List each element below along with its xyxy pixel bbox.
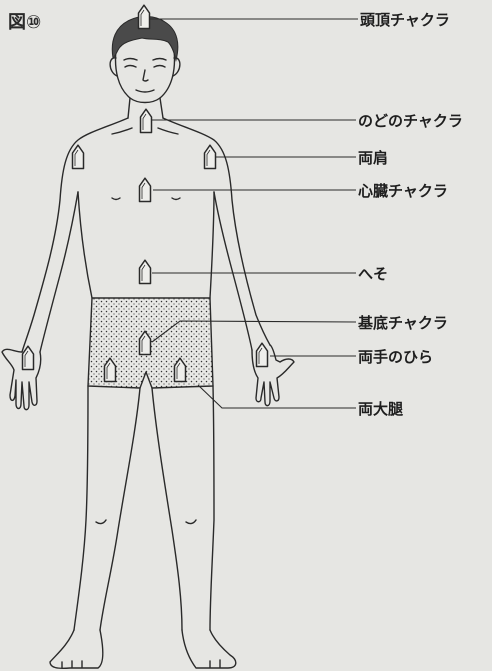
label-shoulders: 両肩 [358, 149, 388, 167]
eyes [125, 66, 165, 68]
label-thighs: 両大腿 [358, 400, 403, 418]
head [110, 16, 180, 102]
crystal-palm-left [23, 346, 34, 369]
eyebrows [124, 59, 166, 61]
crystal-shoulder-left [73, 145, 84, 168]
label-heart: 心臓チャクラ [358, 182, 448, 200]
crystal-navel [140, 260, 151, 283]
legs [74, 386, 214, 630]
label-root: 基底チャクラ [357, 314, 448, 332]
hand-left [2, 349, 41, 409]
figure-number: 図⑩ [8, 12, 41, 33]
label-navel: へそ [358, 265, 388, 283]
crystal-crown [139, 5, 150, 28]
label-crown: 頭頂チャクラ [360, 11, 450, 29]
leader-line-thighs [198, 385, 356, 408]
crystal-shoulder-right [205, 145, 216, 168]
foot-right [182, 630, 236, 668]
mouth [136, 90, 154, 92]
foot-left [50, 630, 103, 668]
crystal-heart [140, 178, 151, 201]
label-palms: 両手のひら [358, 348, 433, 366]
labels: 頭頂チャクラ のどのチャクラ 両肩 心臓チャクラ へそ 基底チャクラ 両手のひら… [357, 11, 463, 418]
nose [143, 70, 148, 81]
crystal-palm-right [257, 343, 268, 366]
label-throat: のどのチャクラ [358, 112, 463, 130]
crystal-throat [141, 109, 152, 132]
